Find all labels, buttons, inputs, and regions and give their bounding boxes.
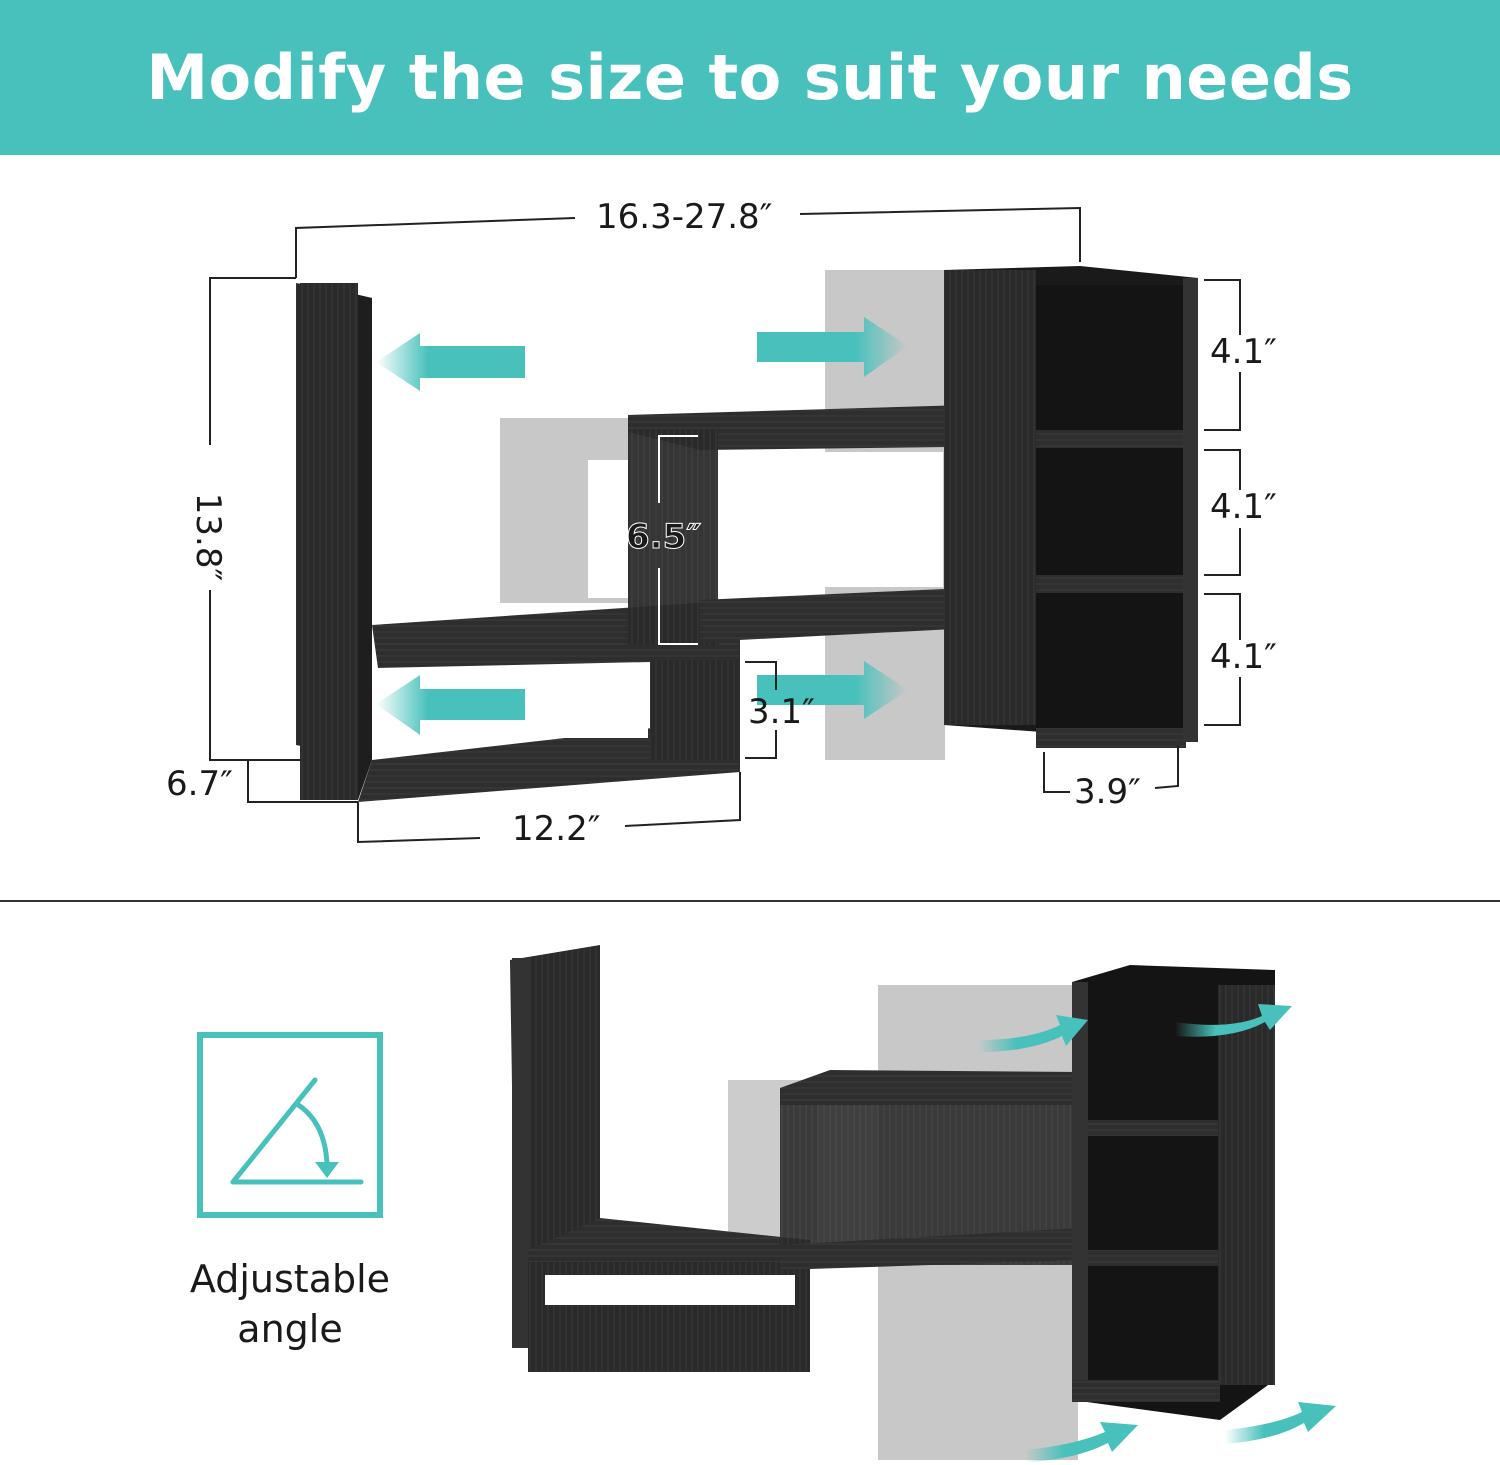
arrow-left-upper-icon (376, 333, 525, 391)
dim-overall-width: 16.3-27.8″ (592, 200, 777, 234)
curved-arrow-bottom-left-icon (1025, 1422, 1138, 1462)
angle-section: Adjustable angle (0, 902, 1500, 1465)
dim-lower-opening: 3.1″ (748, 692, 815, 732)
dim-cube-2: 4.1″ (1206, 490, 1281, 524)
dim-cube-1: 4.1″ (1206, 335, 1281, 369)
banner-title: Modify the size to suit your needs (146, 41, 1354, 114)
dim-lower-height: 6.7″ (162, 767, 237, 801)
dim-cube-depth: 3.9″ (1070, 775, 1145, 809)
feature-adjustable-angle: Adjustable angle (170, 1032, 410, 1354)
dimensions-diagram: 16.3-27.8″ 13.8″ 6.7″ 12.2″ 3.1″ 6.5″ 4.… (0, 155, 1500, 900)
section-divider (0, 900, 1500, 902)
curved-arrow-bottom-right-icon (1225, 1402, 1336, 1444)
shelf-angle-illustration (510, 945, 1336, 1462)
dim-cube-3: 4.1″ (1206, 640, 1281, 674)
dim-overall-height: 13.8″ (188, 488, 228, 586)
adjustable-angle-icon (197, 1032, 383, 1218)
feature-label: Adjustable angle (189, 1257, 391, 1351)
arrow-right-lower-icon (757, 661, 908, 719)
arrow-left-lower-icon (376, 675, 525, 735)
curved-arrow-top-left-icon (978, 1015, 1088, 1052)
arrow-right-upper-icon (757, 317, 908, 377)
header-banner: Modify the size to suit your needs (0, 0, 1500, 155)
curved-arrow-top-right-icon (1175, 1004, 1292, 1037)
dim-middle-opening: 6.5″ (625, 517, 702, 557)
shelf-dimension-illustration (209, 206, 1241, 844)
dim-lower-width: 12.2″ (508, 812, 605, 846)
